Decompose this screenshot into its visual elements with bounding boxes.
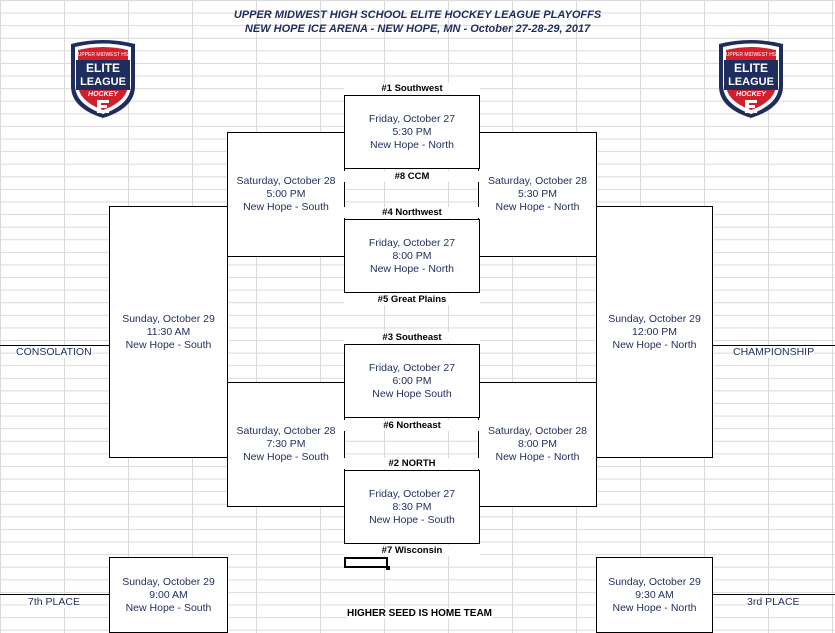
game-day: Saturday, October 28 bbox=[487, 175, 588, 187]
logo-word-elite: ELITE bbox=[86, 61, 120, 75]
third-place-label: 3rd PLACE bbox=[747, 596, 800, 608]
game-venue: New Hope - South bbox=[125, 601, 212, 614]
third-line bbox=[712, 594, 835, 595]
quarterfinal-3: Friday, October 27 6:00 PM New Hope Sout… bbox=[344, 344, 480, 418]
seed-8-label: #8 CCM bbox=[344, 171, 480, 182]
game-venue: New Hope - North bbox=[369, 262, 455, 275]
game-day: Sunday, October 29 bbox=[608, 312, 701, 325]
selected-cell[interactable] bbox=[344, 557, 388, 568]
logo-word-elite: ELITE bbox=[734, 61, 768, 75]
championship-line bbox=[712, 345, 835, 346]
game-time: 6:00 PM bbox=[392, 374, 432, 387]
consolation-semi-2: Saturday, October 28 7:30 PM New Hope - … bbox=[227, 382, 345, 507]
game-time: 5:30 PM bbox=[517, 188, 558, 200]
quarterfinal-4: Friday, October 27 8:30 PM New Hope - So… bbox=[344, 470, 480, 544]
championship-game: Sunday, October 29 12:00 PM New Hope - N… bbox=[596, 206, 713, 458]
fill-handle[interactable] bbox=[386, 566, 390, 570]
logo-word-league: LEAGUE bbox=[728, 76, 774, 88]
quarterfinal-1: Friday, October 27 5:30 PM New Hope - No… bbox=[344, 95, 480, 169]
consolation-game: Sunday, October 29 11:30 AM New Hope - S… bbox=[109, 206, 228, 458]
seventh-line bbox=[0, 594, 110, 595]
game-venue: New Hope - North bbox=[495, 201, 580, 213]
game-time: 5:30 PM bbox=[392, 125, 432, 138]
championship-label: CHAMPIONSHIP bbox=[733, 346, 815, 358]
semifinal-2: Saturday, October 28 8:00 PM New Hope - … bbox=[478, 382, 597, 507]
game-day: Friday, October 27 bbox=[368, 112, 456, 125]
seed-4-label: #4 Northwest bbox=[344, 207, 480, 218]
game-day: Friday, October 27 bbox=[368, 487, 456, 500]
game-day: Sunday, October 29 bbox=[122, 575, 215, 588]
consolation-label: CONSOLATION bbox=[16, 346, 92, 358]
seventh-place-game: Sunday, October 29 9:00 AM New Hope - So… bbox=[109, 557, 228, 633]
game-venue: New Hope - South bbox=[369, 513, 455, 526]
logo-word-hockey: HOCKEY bbox=[88, 91, 119, 98]
game-venue: New Hope South bbox=[372, 387, 452, 400]
game-time: 8:30 PM bbox=[392, 500, 432, 513]
seed-2-label: #2 NORTH bbox=[344, 458, 480, 469]
elite-league-logo-left: UPPER MIDWEST HS ELITE LEAGUE HOCKEY bbox=[71, 40, 135, 118]
third-place-game: Sunday, October 29 9:30 AM New Hope - No… bbox=[596, 557, 713, 633]
seed-6-label: #6 Northeast bbox=[344, 420, 480, 431]
game-time: 12:00 PM bbox=[632, 325, 677, 338]
logo-top-text: UPPER MIDWEST HS bbox=[78, 52, 129, 58]
game-day: Saturday, October 28 bbox=[236, 425, 336, 437]
game-day: Saturday, October 28 bbox=[487, 425, 588, 437]
game-time: 9:30 AM bbox=[635, 588, 674, 601]
game-day: Friday, October 27 bbox=[368, 361, 456, 374]
game-venue: New Hope - South bbox=[125, 338, 212, 351]
seed-1-label: #1 Southwest bbox=[344, 83, 480, 94]
game-day: Sunday, October 29 bbox=[122, 312, 215, 325]
seed-7-label: #7 Wisconsin bbox=[344, 545, 480, 556]
seed-3-label: #3 Southeast bbox=[344, 332, 480, 343]
game-day: Friday, October 27 bbox=[368, 236, 456, 249]
quarterfinal-2: Friday, October 27 8:00 PM New Hope - No… bbox=[344, 219, 480, 293]
game-venue: New Hope - North bbox=[369, 138, 455, 151]
bracket-subtitle: NEW HOPE ICE ARENA - NEW HOPE, MN - Octo… bbox=[244, 23, 591, 35]
game-time: 8:00 PM bbox=[517, 438, 558, 450]
home-team-note: HIGHER SEED IS HOME TEAM bbox=[347, 608, 493, 619]
semifinal-1: Saturday, October 28 5:30 PM New Hope - … bbox=[478, 132, 597, 257]
game-day: Saturday, October 28 bbox=[236, 175, 336, 187]
consolation-semi-1: Saturday, October 28 5:00 PM New Hope - … bbox=[227, 132, 345, 257]
logo-word-hockey: HOCKEY bbox=[736, 91, 767, 98]
game-time: 5:00 PM bbox=[266, 188, 306, 200]
seventh-place-label: 7th PLACE bbox=[28, 596, 80, 608]
consolation-line bbox=[0, 345, 110, 346]
game-day: Sunday, October 29 bbox=[608, 575, 701, 588]
game-venue: New Hope - South bbox=[243, 451, 329, 463]
game-venue: New Hope - North bbox=[612, 601, 697, 614]
game-venue: New Hope - North bbox=[495, 451, 580, 463]
seed-5-label: #5 Great Plains bbox=[344, 294, 480, 305]
elite-league-logo-right: UPPER MIDWEST HS ELITE LEAGUE HOCKEY bbox=[719, 40, 783, 118]
game-venue: New Hope - South bbox=[243, 201, 329, 213]
game-time: 8:00 PM bbox=[392, 249, 432, 262]
logo-word-league: LEAGUE bbox=[80, 76, 126, 88]
game-time: 7:30 PM bbox=[266, 438, 306, 450]
game-time: 11:30 AM bbox=[146, 325, 191, 338]
logo-top-text: UPPER MIDWEST HS bbox=[726, 52, 777, 58]
game-time: 9:00 AM bbox=[149, 588, 188, 601]
bracket-title: UPPER MIDWEST HIGH SCHOOL ELITE HOCKEY L… bbox=[233, 9, 602, 21]
game-venue: New Hope - North bbox=[612, 338, 697, 351]
